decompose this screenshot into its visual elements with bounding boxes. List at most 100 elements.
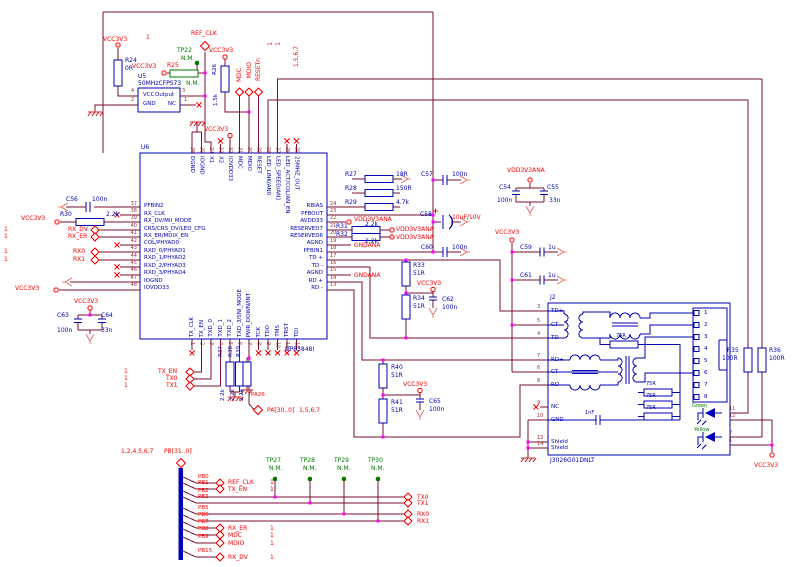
rx1-page-ref: 1	[4, 255, 8, 263]
rx0-port-diamond	[90, 247, 100, 257]
r29-body[interactable]	[364, 203, 394, 211]
c64-ref: C64	[101, 312, 113, 319]
green-led[interactable]	[705, 408, 715, 418]
j2-internals	[548, 307, 728, 450]
yellow-led[interactable]	[705, 432, 715, 442]
rx-dv-page-ref: 1	[4, 226, 8, 233]
mdio-page-ref: 1	[275, 42, 282, 46]
wires	[59, 11, 773, 558]
rx0-page-ref: 1	[4, 248, 8, 255]
resetn-page-ref: 1,5,6,7	[293, 46, 300, 67]
pb-bus-port-diamond	[175, 457, 187, 469]
r28-body[interactable]	[364, 189, 394, 197]
c65-value: 100n	[429, 406, 445, 413]
tx1-page-ref: 1	[124, 382, 128, 389]
r38-body[interactable]	[235, 361, 244, 387]
r28-ref: R28	[345, 185, 357, 192]
tx1-port-label: TX1	[166, 382, 178, 389]
c54-value: 100n	[497, 197, 513, 204]
tp27-dot	[272, 476, 278, 482]
gnd-rake-symbols	[87, 110, 537, 463]
c58-ref: C58	[420, 211, 432, 218]
pa-bus-port-diamond	[252, 404, 264, 416]
vcc-label-pin32: VCC3V3	[204, 126, 229, 133]
r33-body[interactable]	[401, 261, 411, 287]
tx1-right-label: TX1	[417, 499, 429, 507]
mdio-port-diamond	[244, 87, 254, 97]
tx1-right-diamond	[403, 498, 413, 508]
r34-body[interactable]	[401, 294, 411, 320]
pb8-mdc-label: MDC	[228, 531, 242, 539]
rx1-port-label: RX1	[73, 255, 86, 263]
pb8-page-ref: 1	[270, 531, 274, 539]
rx0-right-label: RX0	[417, 510, 430, 518]
test-point-dots[interactable]	[194, 60, 381, 482]
r25-ref: R25	[167, 62, 179, 69]
r75-2-value: 75R	[646, 381, 656, 387]
pa-bus-label: PA[30..0]	[267, 407, 295, 414]
pb15-rx-dv-diamond	[215, 552, 225, 562]
r41-ref: R41	[391, 399, 403, 406]
c56-ref: C56	[66, 196, 78, 203]
c58-plus-sign	[433, 208, 438, 214]
r34-value: 51R	[413, 303, 425, 310]
pb-bus-bar[interactable]	[178, 468, 184, 560]
c58-polarized-plates[interactable]	[442, 214, 453, 230]
r36-ref: R36	[769, 347, 781, 354]
r27-body[interactable]	[364, 175, 394, 183]
mdc-port-diamond	[234, 87, 245, 97]
tp29-label: TP29	[334, 457, 349, 464]
u5-pin2-num: 2	[131, 97, 135, 103]
r32-body[interactable]	[351, 233, 381, 241]
r25-body-nm[interactable]	[169, 69, 199, 78]
pb1-label: PB1	[198, 480, 209, 486]
u5-oscillator-body[interactable]	[137, 87, 181, 113]
c63-ref: C63	[57, 312, 69, 319]
power-port-circles[interactable]	[53, 42, 775, 458]
page-ref: 1	[146, 34, 150, 41]
c57-value: 100n	[452, 171, 468, 178]
r35-value: 100R	[722, 355, 738, 362]
vcc-label-pin48: VCC3V3	[15, 285, 40, 292]
pb9-mdio-label: MDIO	[228, 539, 245, 547]
c61-ref: C61	[520, 272, 532, 279]
pb7-rx-er-label: RX_ER	[228, 524, 248, 532]
pb9-label: PB9	[198, 534, 209, 540]
r37-ref: R37	[218, 346, 224, 357]
c60-value: 100n	[452, 244, 468, 251]
rx0-port-label: RX0	[73, 248, 86, 255]
r30-body[interactable]	[75, 218, 105, 226]
u5-ref: U5	[138, 73, 147, 80]
r41-body[interactable]	[378, 398, 388, 424]
tx-en-page-ref: 1	[124, 368, 128, 375]
capacitor-plates[interactable]	[74, 175, 601, 425]
u5-part-number: 50MHzCFPS73	[138, 80, 182, 87]
rx1-right-label: RX1	[417, 517, 430, 525]
r31-ref: R31	[336, 223, 348, 230]
r26-body[interactable]	[220, 65, 230, 93]
r39-value: 2.2k	[239, 389, 245, 401]
green-led-label: Green	[692, 403, 708, 409]
rx-er-page-ref: 1	[4, 233, 8, 240]
pb15-rx-dv-label: RX_DV	[228, 553, 248, 561]
pb6-label: PB6	[198, 512, 209, 518]
r31-body[interactable]	[351, 226, 381, 234]
r75-1-body[interactable]	[609, 340, 639, 349]
vcc-label-j2: VCC3V3	[754, 462, 779, 469]
r36-body[interactable]	[757, 347, 767, 373]
u6-phy-body[interactable]	[139, 152, 328, 340]
r39-body[interactable]	[242, 361, 252, 387]
r35-body[interactable]	[743, 347, 753, 373]
r30-value: 2.2k	[106, 211, 120, 218]
tp28-dot	[307, 476, 313, 482]
j2-ref: J2	[550, 294, 556, 301]
vdda-label-c54: VDD3V3ANA	[507, 167, 545, 174]
r29-value: 4.7k	[396, 199, 410, 206]
r75-4-body[interactable]	[643, 412, 673, 421]
r75-3-value: 75R	[646, 393, 656, 399]
r40-body[interactable]	[378, 363, 388, 389]
r37-body[interactable]	[225, 361, 235, 387]
r24-body[interactable]	[113, 59, 123, 87]
